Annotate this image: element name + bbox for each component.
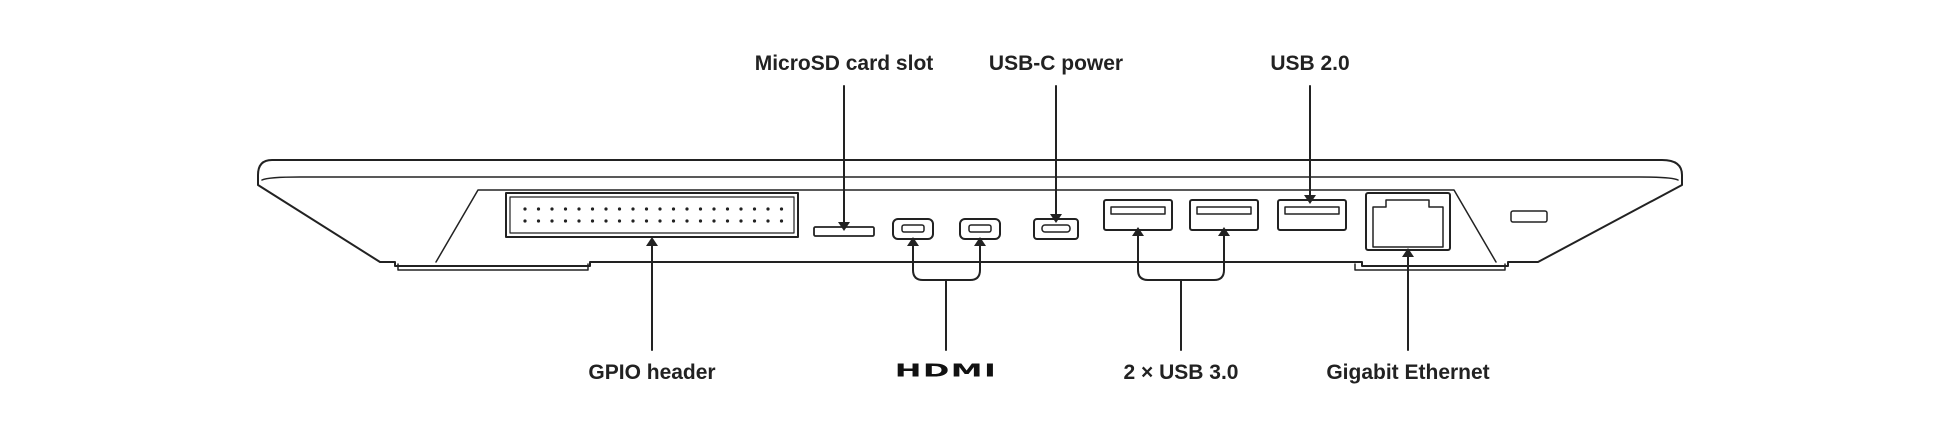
gpio-pin xyxy=(698,219,703,223)
foot-left xyxy=(397,263,589,271)
device-top-edge xyxy=(261,176,1679,181)
hdmi-port-1 xyxy=(892,218,934,240)
gpio-pin xyxy=(550,207,554,211)
gpio-pin xyxy=(712,207,716,211)
gpio-header xyxy=(505,192,799,238)
gpio-pin xyxy=(671,207,676,211)
usbc-label: USB-C power xyxy=(988,52,1124,75)
gpio-pin xyxy=(617,207,622,211)
gpio-pin xyxy=(712,219,716,223)
gpio-pin xyxy=(590,207,595,211)
gpio-pin xyxy=(779,207,784,211)
usb3-port-1 xyxy=(1103,199,1173,231)
ethernet-port xyxy=(1365,192,1451,251)
microsd-label: MicroSD card slot xyxy=(754,52,934,75)
gpio-pin xyxy=(752,219,757,223)
gpio-label: GPIO header xyxy=(588,361,716,384)
gpio-pin xyxy=(644,219,649,223)
gpio-pin xyxy=(685,219,689,223)
gpio-pin xyxy=(766,219,770,223)
gpio-pin xyxy=(658,219,662,223)
usb2-port xyxy=(1277,199,1347,231)
gpio-pin xyxy=(779,219,784,223)
gpio-pin xyxy=(550,219,554,223)
gpio-pin xyxy=(617,219,622,223)
gpio-pin xyxy=(725,219,730,223)
gpio-pins xyxy=(523,207,784,223)
gpio-pin xyxy=(644,207,649,211)
gpio-pin xyxy=(577,219,581,223)
gpio-pin xyxy=(577,207,581,211)
gpio-pin xyxy=(563,219,568,223)
usb2-label: USB 2.0 xyxy=(1270,52,1350,75)
gpio-pin xyxy=(739,207,743,211)
gpio-pin xyxy=(604,207,608,211)
gpio-pin xyxy=(739,219,743,223)
gpio-pin xyxy=(590,219,595,223)
gpio-pin xyxy=(631,207,635,211)
hdmi-logo: HDMI xyxy=(894,361,998,382)
gpio-pin xyxy=(563,207,568,211)
usb3-label: 2 × USB 3.0 xyxy=(1123,361,1239,384)
indicator-slot xyxy=(1510,210,1548,223)
gpio-pin xyxy=(766,207,770,211)
gpio-pin xyxy=(523,219,527,223)
gpio-pin xyxy=(698,207,703,211)
gpio-pin xyxy=(752,207,757,211)
gpio-pin xyxy=(604,219,608,223)
gpio-pin xyxy=(536,207,541,211)
gpio-pin xyxy=(658,207,662,211)
gpio-pin xyxy=(631,219,635,223)
usb3-port-2 xyxy=(1189,199,1259,231)
callouts xyxy=(651,85,1409,351)
gpio-pin xyxy=(725,207,730,211)
foot-right xyxy=(1354,263,1506,271)
gpio-pin xyxy=(536,219,541,223)
arrowheads xyxy=(646,195,1414,257)
gpio-pin xyxy=(523,207,527,211)
gpio-pin xyxy=(671,219,676,223)
hdmi-port-2 xyxy=(959,218,1001,240)
device-body xyxy=(257,159,1683,267)
gpio-pin xyxy=(685,207,689,211)
port-recess xyxy=(435,189,1497,263)
ethernet-label: Gigabit Ethernet xyxy=(1326,361,1490,384)
